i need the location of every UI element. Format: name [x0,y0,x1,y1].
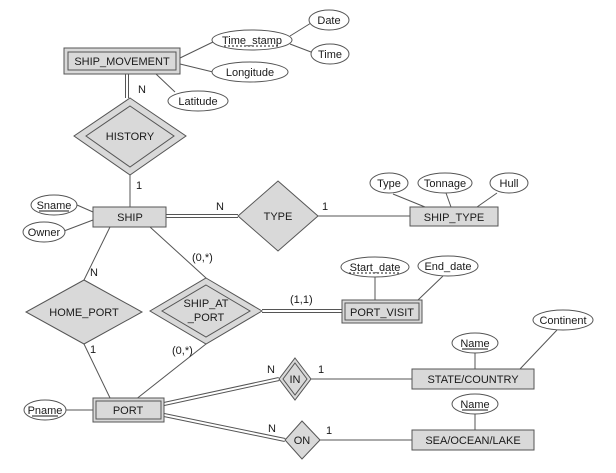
line-state-country-continent [519,329,558,370]
cardinality-home-port-port: 1 [90,344,96,356]
line-home-port-port [83,343,112,401]
attribute-time-stamp: Time_stamp [211,29,293,51]
cardinality-in-port: N [267,364,275,376]
entity-ship-type-label: SHIP_TYPE [424,212,485,224]
attribute-sname-label: Sname [37,200,72,212]
cardinality-labels: N 1 N 1 N 1 (0,*) (0,*) (1,1) N 1 N 1 [90,84,332,437]
cardinality-on-sea-ocean-lake: 1 [326,425,332,437]
relationship-ship-at-port-label-line1: SHIP_AT [183,298,228,310]
cardinality-in-state-country: 1 [318,364,324,376]
cardinality-type-ship-type: 1 [322,201,328,213]
line-ship-movement-time-stamp [179,41,214,59]
attribute-type: Type [369,172,409,194]
cardinality-ship-at-port-ship: (0,*) [192,252,213,264]
line-port-visit-end-date [417,275,444,301]
attribute-time-stamp-label: Time_stamp [222,35,282,47]
relationship-in: IN [278,357,312,401]
cardinality-history-ship: 1 [136,180,142,192]
entity-port-visit-label: PORT_VISIT [350,307,414,319]
relationship-ship-at-port-label-line2: _PORT [187,312,225,324]
line-ship-home-port [83,226,111,281]
attribute-state-name: Name [451,332,499,354]
line-ship-type-tonnage [445,192,452,208]
cardinality-ship-at-port-port: (0,*) [172,345,193,357]
attribute-latitude: Latitude [167,90,229,112]
attribute-owner-label: Owner [28,227,61,239]
cardinality-history-ship-movement: N [138,84,146,96]
line-time-stamp-date [289,22,312,37]
double-line-port-in [163,377,280,406]
line-ship-movement-latitude [155,73,176,93]
relationship-ship-at-port: SHIP_AT _PORT [149,277,263,345]
entity-ship: SHIP [92,206,167,228]
line-ship-sname [76,204,94,213]
attribute-sname: Sname [30,194,78,216]
attribute-continent: Continent [532,309,594,331]
attribute-latitude-label: Latitude [178,96,217,108]
connectors [63,22,558,442]
relationship-type: TYPE [237,180,319,252]
attribute-pname: Pname [23,399,67,421]
line-ship-movement-longitude [179,63,214,73]
attribute-tonnage: Tonnage [417,172,473,194]
attribute-date-label: Date [317,15,340,27]
entity-sea-ocean-lake-label: SEA/OCEAN/LAKE [425,435,520,447]
relationship-history: HISTORY [73,97,187,176]
attribute-end-date: End_date [417,255,479,277]
attribute-state-name-label: Name [460,338,489,350]
entity-ship-label: SHIP [117,212,143,224]
attribute-date: Date [308,9,350,31]
attribute-time: Time [310,43,350,65]
relationship-home-port-label: HOME_PORT [49,307,119,319]
relationship-type-label: TYPE [264,211,293,223]
attribute-sea-name-label: Name [460,399,489,411]
attribute-time-label: Time [318,49,342,61]
relationship-on: ON [284,420,321,460]
attribute-start-date: Start_date [340,256,410,278]
cardinality-type-ship: N [216,201,224,213]
line-ship-at-port-port [134,343,207,401]
attribute-hull: Hull [489,172,529,194]
attribute-tonnage-label: Tonnage [424,178,466,190]
entity-port-label: PORT [113,405,144,417]
line-time-stamp-time [289,43,312,53]
cardinality-home-port-ship: N [90,267,98,279]
relationship-in-label: IN [290,374,301,386]
entity-sea-ocean-lake: SEA/OCEAN/LAKE [411,429,535,451]
attribute-pname-label: Pname [28,405,63,417]
attribute-type-label: Type [377,178,401,190]
entity-port-visit: PORT_VISIT [341,299,423,324]
attribute-longitude: Longitude [211,61,289,83]
line-ship-type-hull [476,192,498,208]
line-ship-ship-at-port [149,226,207,279]
attribute-hull-label: Hull [500,178,519,190]
attribute-longitude-label: Longitude [226,67,274,79]
double-line-port-on [163,413,286,442]
line-ship-type-type [392,193,426,208]
relationship-history-label: HISTORY [106,131,155,143]
entity-port: PORT [92,397,165,423]
attribute-start-date-label: Start_date [350,262,401,274]
line-ship-owner [63,219,94,232]
attribute-sea-name: Name [451,393,499,415]
attribute-continent-label: Continent [539,315,586,327]
entity-ship-movement: SHIP_MOVEMENT [63,47,181,75]
attribute-owner: Owner [22,221,66,243]
entity-ship-movement-label: SHIP_MOVEMENT [74,56,170,68]
relationship-on-label: ON [294,435,311,447]
cardinality-ship-at-port-port-visit: (1,1) [290,294,313,306]
entity-ship-type: SHIP_TYPE [409,206,499,227]
entity-state-country-label: STATE/COUNTRY [427,374,519,386]
attribute-end-date-label: End_date [424,261,471,273]
relationship-home-port: HOME_PORT [24,279,144,345]
entity-state-country: STATE/COUNTRY [411,368,535,390]
cardinality-on-port: N [268,423,276,435]
